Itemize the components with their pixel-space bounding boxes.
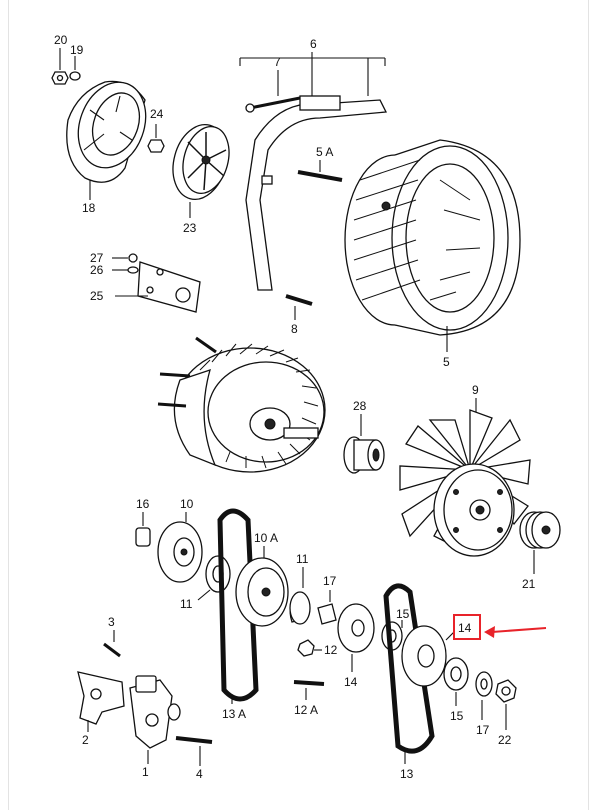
part-10-pulley-half: [157, 512, 203, 583]
part-8-bolt: [285, 294, 313, 320]
label-17b: 17: [476, 723, 490, 737]
red-arrow-shaft: [491, 627, 547, 633]
part-5-fan-housing: [344, 139, 521, 352]
highlight-callout: 14: [453, 614, 547, 640]
part-6-bracket-line: [239, 52, 386, 96]
label-9: 9: [472, 383, 479, 397]
label-13a: 13 A: [222, 707, 246, 721]
label-13: 13: [400, 767, 414, 781]
label-18: 18: [82, 201, 96, 215]
label-14: 14: [344, 675, 358, 689]
label-5: 5: [443, 355, 450, 369]
label-4: 4: [196, 767, 203, 781]
page-border-right: [588, 0, 589, 810]
label-15b: 15: [450, 709, 464, 723]
label-27: 27: [90, 251, 104, 265]
label-10a: 10 A: [254, 531, 278, 545]
part-23-fan-pulley: [172, 124, 230, 218]
label-15a: 15: [396, 607, 410, 621]
label-21: 21: [522, 577, 536, 591]
part-14-pulley-half-right: [401, 625, 455, 687]
label-19: 19: [70, 43, 84, 57]
part-26-washer: [112, 266, 139, 274]
part-12a-bolt: [293, 680, 325, 700]
part-6-strap: [245, 95, 388, 291]
label-3: 3: [108, 615, 115, 629]
label-28: 28: [353, 399, 367, 413]
part-22-nut: [495, 679, 517, 730]
label-23: 23: [183, 221, 197, 235]
part-21-pulley: [519, 511, 561, 574]
part-5a-stud: [297, 160, 343, 182]
part-1-tensioner: [129, 675, 181, 764]
label-8: 8: [291, 322, 298, 336]
part-28-hub: [343, 414, 385, 474]
part-4-bolt: [175, 736, 213, 766]
part-11-shim-a: [197, 555, 231, 601]
part-20-nut: [51, 48, 69, 85]
label-12: 12: [324, 643, 338, 657]
part-15-shim-b: [443, 657, 469, 706]
label-20: 20: [54, 33, 68, 47]
label-11b: 11: [296, 552, 309, 566]
part-25-bracket: [115, 261, 201, 313]
part-3-screw: [103, 630, 121, 658]
part-16-spacer: [135, 512, 151, 547]
label-12a: 12 A: [294, 703, 318, 717]
label-17a: 17: [323, 574, 337, 588]
part-13-belt: [383, 583, 435, 764]
label-14-highlighted: 14: [458, 621, 472, 635]
label-1: 1: [142, 765, 149, 779]
label-24: 24: [150, 107, 164, 121]
part-17-washer-b: [475, 671, 493, 720]
highlight-box: [453, 614, 481, 640]
part-17-washer-a: [317, 590, 337, 625]
red-arrow-icon: [484, 626, 495, 638]
part-11-shim-b: [289, 567, 311, 625]
part-19-washer: [69, 56, 81, 81]
part-27-screw: [112, 253, 138, 263]
part-13a-belt: [217, 508, 259, 704]
part-24-nut: [147, 124, 165, 153]
label-10: 10: [180, 497, 194, 511]
label-22: 22: [498, 733, 512, 747]
part-10a-pulley: [235, 546, 289, 627]
part-2-bracket: [77, 671, 125, 732]
label-11a: 11: [180, 597, 193, 611]
part-7-bolt: [245, 70, 301, 113]
page-border-left: [8, 0, 9, 810]
label-5a: 5 A: [316, 145, 333, 159]
alternator: [157, 336, 326, 473]
label-26: 26: [90, 263, 104, 277]
label-25: 25: [90, 289, 104, 303]
part-9-fan: [399, 398, 531, 557]
part-18-cover: [66, 80, 147, 200]
part-12-nut: [297, 639, 322, 657]
label-16: 16: [136, 497, 150, 511]
label-2: 2: [82, 733, 89, 747]
label-6: 6: [310, 37, 317, 51]
label-7: 7: [274, 55, 281, 69]
part-14-pulley-half-left: [337, 603, 375, 672]
